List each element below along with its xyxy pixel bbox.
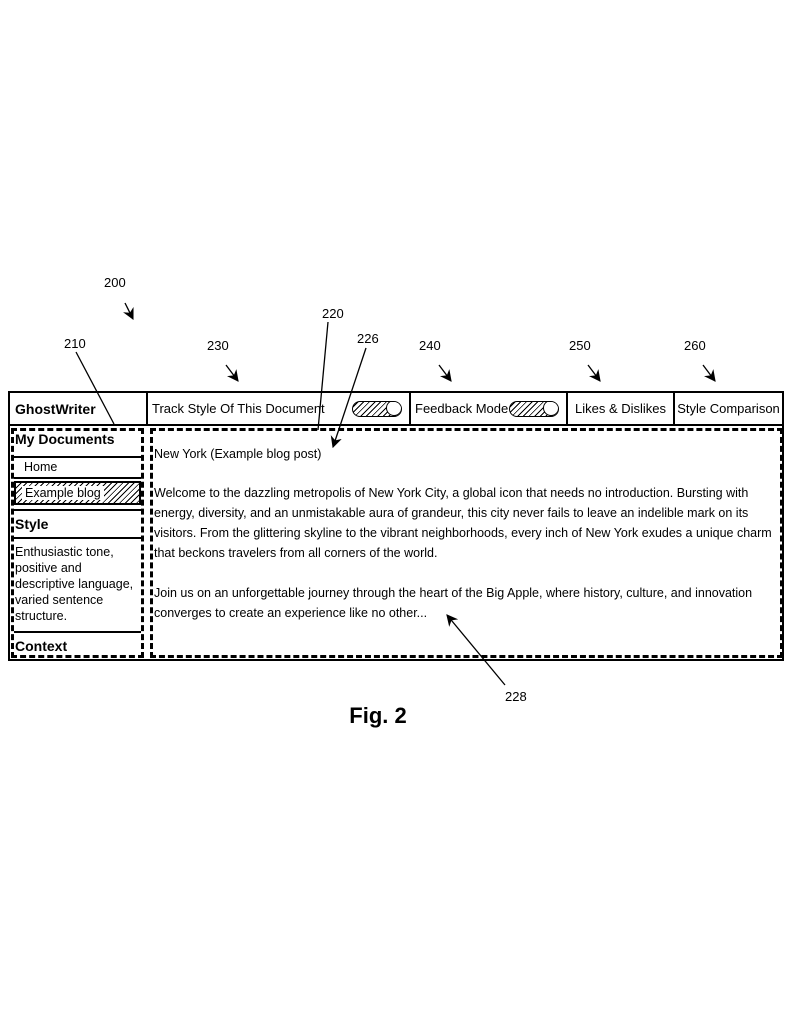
ref-260: 260 (684, 338, 706, 353)
my-documents-section: My Documents (14, 431, 141, 458)
track-style-toggle[interactable] (352, 400, 402, 417)
toggle-knob (386, 401, 401, 416)
document-title: New York (Example blog post) (154, 447, 322, 461)
context-section-header[interactable]: Context (14, 631, 141, 655)
app-title-cell: GhostWriter (10, 393, 148, 424)
my-documents-heading: My Documents (15, 431, 115, 447)
track-style-label: Track Style Of This Document (152, 401, 325, 416)
ref-250: 250 (569, 338, 591, 353)
feedback-mode-control[interactable]: Feedback Mode (411, 393, 568, 424)
sidebar-item-example-blog[interactable]: Example blog (14, 481, 141, 505)
leader-230 (225, 364, 239, 382)
example-blog-label: Example blog (22, 486, 104, 500)
style-heading: Style (15, 516, 49, 532)
leader-250 (587, 364, 601, 382)
leader-200 (123, 302, 134, 321)
likes-dislikes-button[interactable]: Likes & Dislikes (568, 393, 675, 424)
ref-210: 210 (64, 336, 86, 351)
style-comparison-button[interactable]: Style Comparison (675, 393, 782, 424)
figure-caption: Fig. 2 (349, 703, 407, 728)
leader-240 (438, 364, 452, 382)
ref-230: 230 (207, 338, 229, 353)
home-label: Home (24, 460, 58, 474)
leader-260 (702, 364, 716, 382)
sidebar-panel: My Documents Home Example blog Style Ent… (11, 428, 144, 658)
ref-220: 220 (322, 306, 344, 321)
document-paragraph-1: Welcome to the dazzling metropolis of Ne… (154, 486, 772, 560)
document-paragraph-2: Join us on an unforgettable journey thro… (154, 586, 753, 620)
context-heading: Context (15, 638, 68, 654)
style-description: Enthusiastic tone, positive and descript… (15, 545, 134, 623)
feedback-mode-label: Feedback Mode (415, 401, 509, 416)
ref-226: 226 (357, 331, 379, 346)
likes-dislikes-label: Likes & Dislikes (574, 401, 667, 416)
document-editor[interactable]: New York (Example blog post) Welcome to … (150, 428, 783, 658)
app-window: GhostWriter Track Style Of This Document… (8, 391, 784, 661)
sidebar-item-home[interactable]: Home (14, 458, 141, 479)
style-comparison-label: Style Comparison (677, 401, 780, 416)
ref-228: 228 (505, 689, 527, 704)
ref-240: 240 (419, 338, 441, 353)
toggle-knob (543, 401, 558, 416)
app-title: GhostWriter (15, 400, 96, 417)
ref-200: 200 (104, 275, 126, 290)
toolbar-divider (10, 424, 782, 426)
track-style-control[interactable]: Track Style Of This Document (148, 393, 411, 424)
feedback-mode-toggle[interactable] (509, 400, 559, 417)
style-section-header: Style (14, 509, 141, 539)
